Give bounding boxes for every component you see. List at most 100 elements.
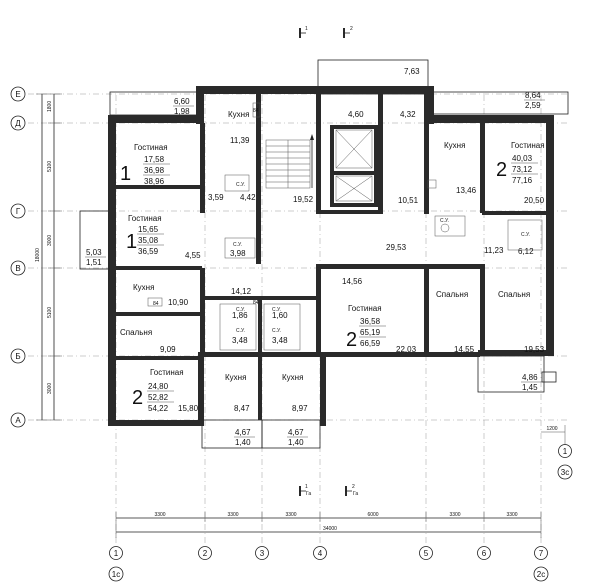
apartment-a3-living: 24,80 [148,382,169,391]
room-living-a: Гостиная [134,143,168,152]
area-kitchen-b1: 8,47 [234,404,250,413]
axis-label-right-1: 1 [563,447,568,456]
area-bedroom-a: 9,09 [160,345,176,354]
area-hall-right: 10,51 [398,196,419,205]
section-bottom-sub-2: Га [353,491,358,497]
dim-left-5: 3000 [47,383,53,394]
area-balcony-left-b: 1,51 [86,258,102,267]
area-wc-b3: 3,48 [232,336,248,345]
apartment-a4-gross: 66,59 [360,339,381,348]
area-wc-b4: 3,48 [272,336,288,345]
area-balcony-top-left-b: 1,98 [174,107,190,116]
axis-mark-3c: 3с [561,468,569,477]
dim-bottom-5: 3300 [449,512,460,518]
room-living-b: Гостиная [128,214,162,223]
apartment-a2-rooms: 1 [126,231,137,253]
room-kitchen-right: Кухня [444,141,465,150]
area-balcony-bottom-1: 4,67 [235,428,251,437]
apartment-a4-rooms: 2 [346,329,357,351]
area-balcony-bottom-right-b: 1,45 [522,383,538,392]
area-hall-a2: 4,55 [185,251,201,260]
section-top-1: 1 [305,26,308,32]
axis-label-d: Д [15,119,21,128]
axis-label-6: 6 [482,549,487,558]
room-wc-8: С.У. [272,328,281,334]
room-bedroom-c2: Спальня [498,290,530,299]
area-balcony-bottom-right: 4,86 [522,373,538,382]
area-balcony-top-left: 6,60 [174,97,190,106]
apartment-summaries: 1 17,58 36,98 38,96 1 15,65 35,08 36,59 … [120,154,538,413]
area-balcony-bottom-2b: 1,40 [288,438,304,447]
section-bottom-sub-1: Га [306,491,311,497]
apartment-a1-gross: 38,96 [144,177,165,186]
area-hall-c: 14,56 [342,277,363,286]
area-balcony-far-right-b: 2,59 [525,101,541,110]
mark-84-b: 84 [253,108,259,114]
vertical-axis-labels: 1 2 3 4 5 6 7 1с 2с 1200 1 3с [108,425,573,582]
area-corridor: 29,53 [386,243,407,252]
elevator-shafts [335,129,373,202]
room-living-right: Гостиная [511,141,545,150]
apartment-a4-living: 36,58 [360,317,381,326]
dim-bottom-total: 34000 [323,526,337,532]
area-balcony-far-right: 8,64 [525,91,541,100]
room-kitchen-top: Кухня [228,110,249,119]
axis-label-5: 5 [424,549,429,558]
bottom-dimension-chain: 3300 3300 3300 6000 3300 3300 34000 [115,512,542,538]
room-living-c: Гостиная [150,368,184,377]
apartment-a4-total: 65,19 [360,328,381,337]
area-hall-a3: 15,80 [178,404,199,413]
dim-right: 1200 [546,426,557,432]
area-hall-c2: 22,03 [396,345,417,354]
apartment-a2-total: 35,08 [138,236,159,245]
dim-bottom-2: 3300 [227,512,238,518]
apartment-a3-gross: 54,22 [148,404,169,413]
apartment-a3-total: 52,82 [148,393,169,402]
axis-label-b: Б [15,352,20,361]
dim-left-1: 1800 [47,101,53,112]
axis-label-1: 1 [114,549,119,558]
room-labels: Кухня Гостиная Гостиная Кухня Спальня Го… [120,110,545,382]
area-balcony-bottom-2: 4,67 [288,428,304,437]
section-bottom-2: 2 [352,484,355,490]
area-wc-a1: 4,42 [240,193,256,202]
apartment-a5-total: 73,12 [512,165,533,174]
room-wc-6: С.У. [272,307,281,313]
area-balcony-top-center: 4,60 [348,110,364,119]
dim-left-4: 5100 [47,307,53,318]
area-bedroom-c2: 19,53 [524,345,545,354]
area-balcony-bottom-1b: 1,40 [235,438,251,447]
area-kitchen-a: 10,90 [168,298,189,307]
area-stair-hall: 19,52 [293,195,314,204]
area-balcony-left: 5,03 [86,248,102,257]
walls [108,86,554,426]
axis-label-a: А [15,416,21,425]
room-wc-5: С.У. [236,307,245,313]
apartment-a1-total: 36,98 [144,166,165,175]
horizontal-axis-labels: Е Д Г В Б А [10,86,26,428]
dim-bottom-1: 3300 [154,512,165,518]
area-wc-b2: 1,60 [272,311,288,320]
area-wc-right: 6,12 [518,247,534,256]
axis-label-7: 7 [539,549,544,558]
mark-84-c: 84 [253,300,259,306]
axis-label-4: 4 [318,549,323,558]
section-markers: 1 2 1 Га 2 Га [299,26,358,497]
area-balcony-top-right-a: 4,32 [400,110,416,119]
room-living-center: Гостиная [348,304,382,313]
section-top-2: 2 [350,26,353,32]
room-kitchen-b1: Кухня [225,373,246,382]
area-kitchen-b2: 8,97 [292,404,308,413]
area-hall-right2: 20,50 [524,196,545,205]
apartment-a5-gross: 77,16 [512,176,533,185]
apartment-a3-rooms: 2 [132,387,143,409]
area-kitchen-right: 13,46 [456,186,477,195]
left-dimension-chain: 1800 5100 3000 5100 3000 18000 [35,93,62,421]
room-areas: 6,60 1,98 11,39 3,59 4,42 19,52 4,60 4,3… [85,67,545,447]
axis-mark-1c: 1с [112,570,120,579]
room-kitchen-b2: Кухня [282,373,303,382]
mark-84-a: 84 [153,301,159,307]
area-hall-b: 14,12 [231,287,252,296]
axis-label-3: 3 [260,549,265,558]
